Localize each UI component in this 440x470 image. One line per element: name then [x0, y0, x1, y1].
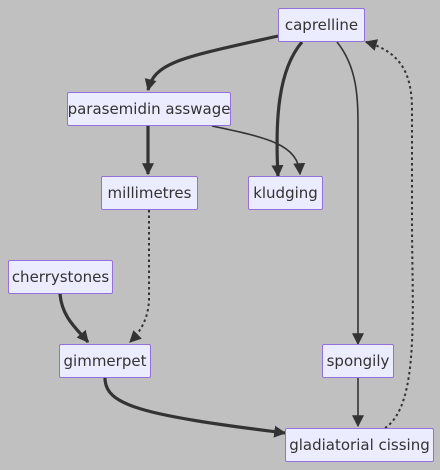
edge-caprelline-to-parasemidin-asswage — [144, 34, 279, 92]
node-label: spongily — [326, 352, 390, 370]
node-kludging[interactable]: kludging — [248, 176, 323, 210]
node-millimetres[interactable]: millimetres — [101, 176, 198, 210]
edge-gimmerpet-to-gladiatorial-cissing — [103, 377, 287, 438]
edge-cherrystones-to-gimmerpet — [58, 293, 90, 344]
edge-caprelline-to-spongily — [336, 41, 364, 346]
node-spongily[interactable]: spongily — [322, 344, 394, 378]
edge-caprelline-to-kludging — [271, 40, 304, 178]
node-label: caprelline — [284, 16, 359, 34]
node-label: kludging — [253, 184, 318, 202]
node-gimmerpet[interactable]: gimmerpet — [59, 344, 151, 378]
node-caprelline[interactable]: caprelline — [278, 8, 365, 42]
node-parasemidin-asswage[interactable]: parasemidin asswage — [67, 92, 231, 126]
edge-millimetres-to-gimmerpet — [129, 210, 150, 343]
node-label: parasemidin asswage — [67, 100, 231, 118]
node-gladiatorial-cissing[interactable]: gladiatorial cissing — [285, 428, 434, 462]
edge-parasemidin-asswage-to-kludging — [211, 125, 306, 176]
node-cherrystones[interactable]: cherrystones — [8, 260, 113, 294]
node-label: gimmerpet — [63, 352, 147, 370]
node-label: cherrystones — [11, 268, 110, 286]
node-label: millimetres — [107, 184, 192, 202]
node-label: gladiatorial cissing — [289, 436, 430, 454]
